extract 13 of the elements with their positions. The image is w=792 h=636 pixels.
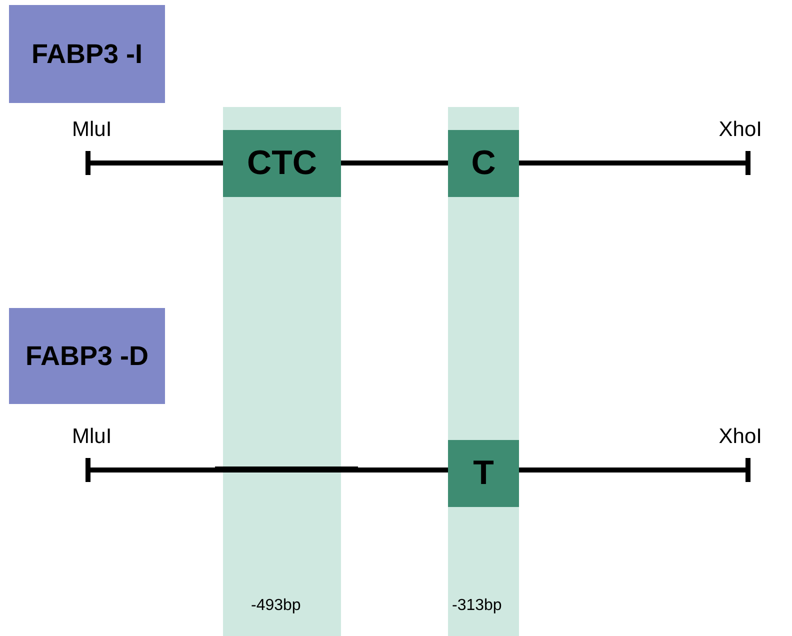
variant-box: C [448, 130, 519, 197]
construct-label: FABP3 -I [9, 5, 165, 103]
restriction-site-label: MluI [72, 425, 112, 449]
restriction-site-label: XhoI [718, 425, 762, 449]
highlight-band [223, 107, 341, 636]
restriction-site-label: XhoI [718, 118, 762, 142]
restriction-site-label: MluI [72, 118, 112, 142]
variant-box: CTC [223, 130, 341, 197]
construct-label: FABP3 -D [9, 308, 165, 404]
variant-box: T [448, 440, 519, 507]
position-label: -493bp [251, 597, 301, 615]
position-label: -313bp [452, 597, 502, 615]
highlight-band [448, 107, 519, 636]
